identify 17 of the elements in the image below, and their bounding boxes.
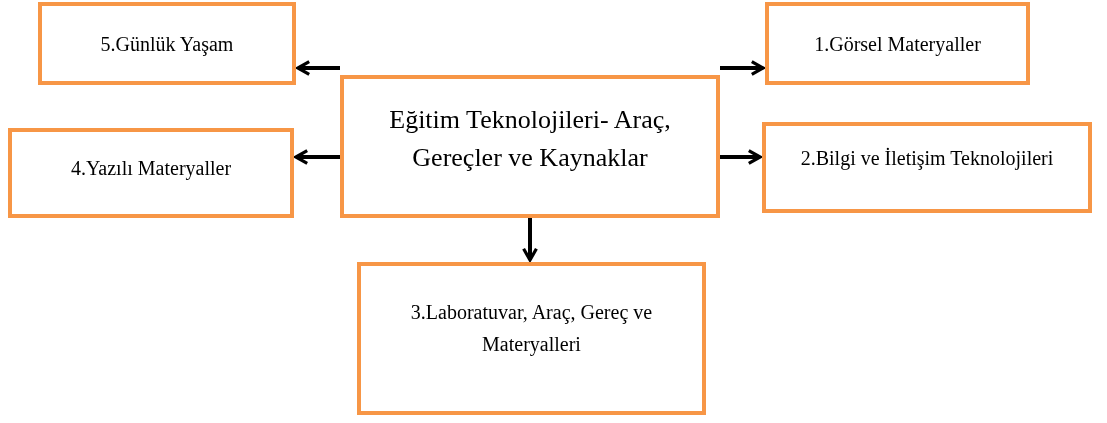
- node-label: 5.Günlük Yaşam: [100, 32, 234, 58]
- arrow: [720, 149, 762, 165]
- box: [762, 122, 1092, 213]
- box: [765, 2, 1030, 85]
- node-label: 4.Yazılı Materyaller: [70, 156, 232, 182]
- arrow: [296, 60, 340, 76]
- box: [340, 75, 720, 218]
- box: [38, 2, 296, 85]
- box: [357, 262, 706, 415]
- box: [8, 128, 294, 218]
- arrow: [294, 149, 340, 165]
- node-label: 1.Görsel Materyaller: [814, 32, 981, 58]
- arrow: [522, 218, 538, 262]
- node-label: Eğitim Teknolojileri- Araç, Gereçler ve Kaynaklar: [388, 104, 672, 174]
- node-label: 2.Bilgi ve İletişim Teknolojileri: [800, 146, 1054, 172]
- arrow: [720, 60, 765, 76]
- node-label: 3.Laboratuvar, Araç, Gereç ve Materyalleri: [409, 300, 654, 358]
